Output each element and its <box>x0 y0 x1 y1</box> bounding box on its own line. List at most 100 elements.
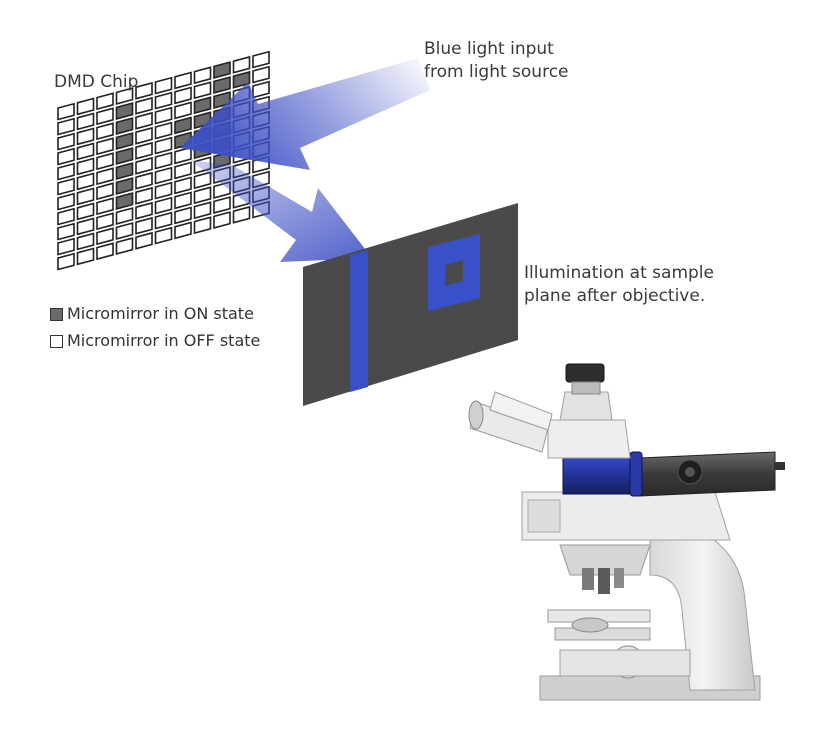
micromirror-off <box>252 80 270 99</box>
micromirror-off <box>174 161 192 180</box>
illuminated-stripe <box>350 250 368 392</box>
micromirror-off <box>154 211 173 230</box>
micromirror-off <box>96 212 114 231</box>
micromirror-on <box>213 61 231 79</box>
micromirror-off <box>57 132 75 151</box>
illumination-label-line2: plane after objective. <box>524 286 706 306</box>
micromirror-off <box>96 167 114 186</box>
micromirror-off <box>174 146 192 165</box>
micromirror-off <box>135 111 153 130</box>
micromirror-off <box>193 216 212 235</box>
micromirror-off <box>96 107 114 126</box>
micromirror-on <box>232 70 251 89</box>
micromirror-off <box>135 141 153 160</box>
micromirror-off <box>57 147 75 166</box>
micromirror-off <box>174 206 192 225</box>
micromirror-off <box>252 65 270 84</box>
micromirror-on <box>174 116 192 135</box>
micromirror-off <box>96 182 114 201</box>
micromirror-off <box>115 87 134 105</box>
micromirror-off <box>76 187 95 206</box>
sample-plane-screen <box>303 203 518 406</box>
micromirror-off <box>154 226 173 245</box>
reflected-light-beam <box>190 160 372 262</box>
micromirror-off <box>76 97 95 116</box>
light-input-label-line1: Blue light input <box>424 39 554 59</box>
micromirror-off <box>57 117 75 136</box>
micromirror-off <box>193 201 212 220</box>
micromirror-off <box>135 186 153 205</box>
micromirror-off <box>57 207 75 226</box>
micromirror-off <box>135 231 153 250</box>
micromirror-off <box>135 156 153 175</box>
micromirror-off <box>193 186 212 205</box>
illumination-label-line1: Illumination at sample <box>524 263 714 283</box>
micromirror-off <box>57 102 75 121</box>
micromirror-on <box>115 102 134 120</box>
micromirror-off <box>174 221 192 240</box>
micromirror-off <box>96 242 114 261</box>
micromirror-on <box>115 162 134 180</box>
micromirror-off <box>96 137 114 156</box>
micromirror-on <box>115 117 134 135</box>
micromirror-off <box>115 237 134 255</box>
micromirror-off <box>57 177 75 196</box>
light-input-label-line2: from light source <box>424 62 569 82</box>
micromirror-on <box>213 76 231 94</box>
micromirror-off <box>76 112 95 131</box>
micromirror-on <box>115 147 134 165</box>
micromirror-off <box>154 106 173 125</box>
micromirror-off <box>135 126 153 145</box>
micromirror-off <box>135 96 153 115</box>
micromirror-on <box>115 177 134 195</box>
micromirror-off <box>213 196 231 214</box>
micromirror-off <box>193 81 212 100</box>
micromirror-off <box>76 157 95 176</box>
micromirror-off <box>57 162 75 181</box>
micromirror-off <box>96 92 114 111</box>
micromirror-off <box>76 247 95 266</box>
micromirror-off <box>252 50 270 69</box>
legend-item-on: Micromirror in ON state <box>50 304 254 324</box>
micromirror-off <box>193 66 212 85</box>
dmd-chip-label: DMD Chip <box>54 72 139 92</box>
micromirror-off <box>57 237 75 256</box>
off-state-swatch <box>50 334 63 348</box>
on-state-swatch <box>50 307 63 321</box>
micromirror-off <box>154 181 173 200</box>
micromirror-off <box>232 55 251 74</box>
micromirror-off <box>193 171 212 190</box>
micromirror-off <box>115 222 134 240</box>
dark-square-center <box>445 260 463 286</box>
micromirror-on <box>115 192 134 210</box>
micromirror-off <box>96 227 114 246</box>
micromirror-off <box>135 81 153 100</box>
micromirror-off <box>57 192 75 211</box>
micromirror-off <box>154 166 173 185</box>
micromirror-off <box>232 205 251 224</box>
micromirror-off <box>174 86 192 105</box>
micromirror-off <box>154 76 173 95</box>
micromirror-off <box>174 71 192 90</box>
micromirror-off <box>174 176 192 195</box>
micromirror-off <box>154 136 173 155</box>
micromirror-off <box>76 172 95 191</box>
micromirror-off <box>96 122 114 141</box>
micromirror-off <box>135 171 153 190</box>
micromirror-off <box>115 207 134 225</box>
micromirror-off <box>174 101 192 120</box>
micromirror-off <box>57 222 75 241</box>
micromirror-off <box>57 252 75 271</box>
micromirror-off <box>96 152 114 171</box>
micromirror-off <box>154 121 173 140</box>
micromirror-off <box>76 217 95 236</box>
micromirror-on <box>193 96 212 115</box>
micromirror-off <box>96 197 114 216</box>
micromirror-off <box>76 142 95 161</box>
micromirror-off <box>154 91 173 110</box>
micromirror-off <box>76 127 95 146</box>
micromirror-off <box>76 232 95 251</box>
incoming-light-beam <box>180 58 430 170</box>
